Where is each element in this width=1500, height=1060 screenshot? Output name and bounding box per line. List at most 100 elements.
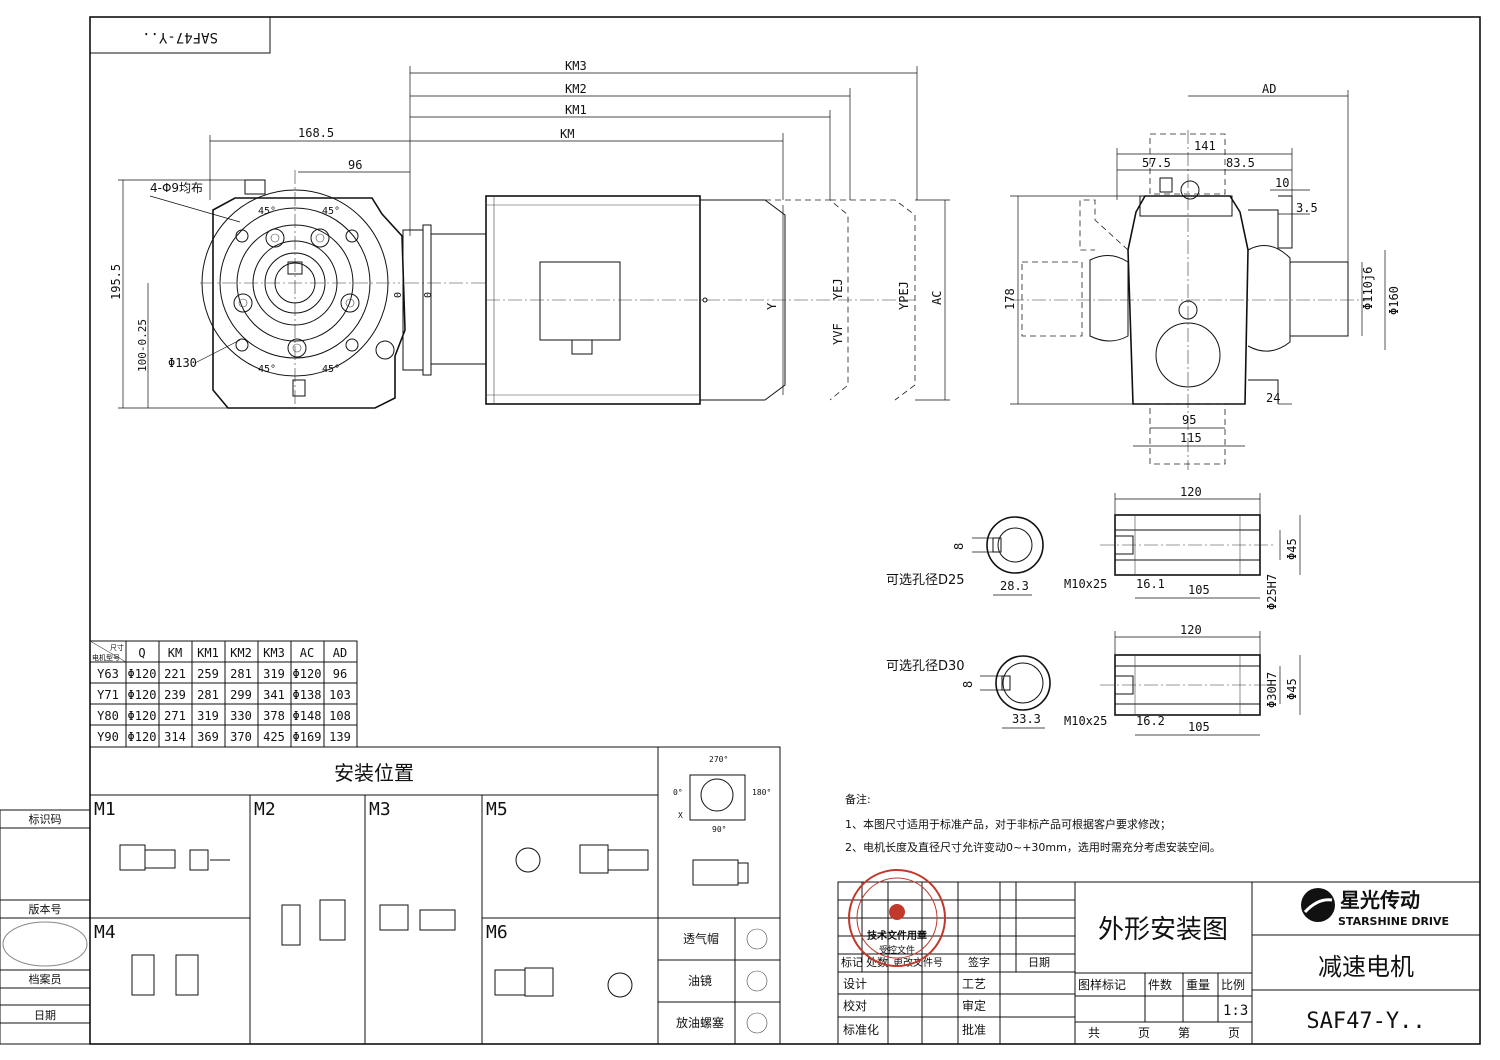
angle-45-a: 45° (258, 206, 276, 217)
dim-ad: AD (1262, 82, 1276, 96)
shaft-l105-a: 105 (1188, 583, 1210, 597)
dim-24: 24 (1266, 391, 1280, 405)
front-view (200, 170, 487, 410)
vent-symbol (746, 928, 768, 950)
angle-45-d: 45° (322, 364, 340, 375)
table-cell: 319 (197, 709, 219, 723)
note-1: 1、本图尺寸适用于标准产品，对于非标产品可根据客户要求修改； (845, 817, 1171, 831)
dim-100: 100-0.25 (136, 319, 149, 372)
mount-label-m6: M6 (486, 922, 508, 943)
dim-km: KM (560, 127, 574, 141)
tb-design: 设计 (843, 977, 867, 991)
table-cell: 103 (329, 688, 351, 702)
dim-phi130: Φ130 (168, 356, 197, 370)
sight-symbol (746, 970, 768, 992)
table-cell: 370 (230, 730, 252, 744)
legend-sight: 油镜 (688, 973, 712, 988)
table-cell: 341 (263, 688, 285, 702)
table-cell: 271 (164, 709, 186, 723)
side-id: 标识码 (29, 812, 62, 826)
dim-holes: 4-Φ9均布 (150, 181, 203, 195)
table-corner-top: 尺寸 (110, 643, 124, 652)
product-model: SAF47-Y.. (1306, 1009, 1425, 1034)
opt-d30: 可选孔径D30 (886, 659, 965, 674)
tb-page2: 页 (1228, 1026, 1240, 1040)
orient-0: 0° (673, 788, 683, 797)
stamp-logo (889, 904, 905, 920)
brand-cn: 星光传动 (1340, 888, 1420, 912)
dim-168: 168.5 (298, 126, 334, 140)
table-cell: 139 (329, 730, 351, 744)
table-cell: 425 (263, 730, 285, 744)
drawing-frame (89, 16, 1481, 1045)
tb-sign: 签字 (968, 955, 990, 969)
mount-label-m1: M1 (94, 799, 116, 820)
tb-qty: 件数 (1148, 977, 1172, 992)
side-strip: 标识码 版本号 档案员 日期 (0, 809, 91, 1045)
tb-review: 审定 (962, 998, 986, 1013)
table-cell: 281 (230, 667, 252, 681)
shaft-details: 8 28.3 可选孔径D25 8 33.3 可选孔径D30 120 105 M1… (886, 485, 1301, 736)
notes-title: 备注: (845, 792, 871, 806)
shaft-d16-1: 16.1 (1136, 577, 1165, 591)
orient-270: 270° (709, 755, 728, 764)
side-ver: 版本号 (29, 902, 62, 916)
label-yvf: YVF (831, 323, 845, 345)
label-ac: AC (930, 291, 944, 305)
table-cell: 369 (197, 730, 219, 744)
shaft-l105-b: 105 (1188, 720, 1210, 734)
model-box-text: SAF47-Y.. (142, 29, 218, 45)
table-cell: Φ148 (293, 709, 322, 723)
table-header: KM3 (263, 646, 285, 660)
side-date: 日期 (34, 1009, 56, 1022)
tb-check: 校对 (843, 998, 867, 1013)
product-name: 减速电机 (1318, 953, 1414, 981)
tb-scale-label: 比例 (1221, 978, 1245, 992)
shaft-d33: 33.3 (1012, 712, 1041, 726)
table-cell: 314 (164, 730, 186, 744)
brand-logo (1301, 888, 1335, 922)
table-cell: 221 (164, 667, 186, 681)
table-cell: 319 (263, 667, 285, 681)
dim-phi160: Φ160 (1387, 286, 1401, 315)
tb-total: 共 (1088, 1026, 1100, 1040)
shaft-phi25: Φ25H7 (1265, 574, 1279, 610)
mount-label-m3: M3 (369, 799, 391, 820)
shaft-phi45-a: Φ45 (1285, 538, 1299, 560)
drawing-title: 外形安装图 (1098, 915, 1228, 945)
dim-3-5: 3.5 (1296, 201, 1318, 215)
tb-date: 日期 (1028, 956, 1050, 969)
tb-mark: 标记 (841, 955, 863, 969)
table-header: Q (138, 646, 145, 660)
label-y: Y (765, 302, 779, 310)
tb-page: 页 (1138, 1026, 1150, 1040)
table-cell: Φ169 (293, 730, 322, 744)
side-view: AD 141 57.5 83.5 10 3.5 Φ110j6 Φ160 178 … (1003, 82, 1401, 470)
drain-symbol (746, 1012, 768, 1034)
table-cell: 96 (333, 667, 347, 681)
dim-115: 115 (1180, 431, 1202, 445)
side-clerk: 档案员 (29, 972, 62, 986)
shaft-l120-a: 120 (1180, 485, 1202, 499)
dim-83: 83.5 (1226, 156, 1255, 170)
orient-180: 180° (752, 788, 771, 797)
mount-label-m5: M5 (486, 799, 508, 820)
tb-approve: 批准 (962, 1022, 986, 1037)
tb-weight: 重量 (1186, 978, 1210, 992)
stamp-inner (856, 877, 938, 959)
table-cell: Y90 (97, 730, 119, 744)
dim-phi110: Φ110j6 (1361, 267, 1375, 310)
table-cell: Y63 (97, 667, 119, 681)
angle-45-c: 45° (258, 364, 276, 375)
tb-stage: 图样标记 (1078, 977, 1126, 992)
tb-no: 第 (1178, 1026, 1190, 1040)
angle-45-b: 45° (322, 206, 340, 217)
dim-195: 195.5 (109, 264, 123, 300)
label-ypej: YPEJ (897, 281, 911, 310)
shaft-w8-a: 8 (952, 543, 966, 550)
dim-zero-a: 0 (393, 292, 404, 298)
brand-en: STARSHINE DRIVE (1338, 915, 1449, 928)
table-header: KM (168, 646, 182, 660)
shaft-l120-b: 120 (1180, 623, 1202, 637)
